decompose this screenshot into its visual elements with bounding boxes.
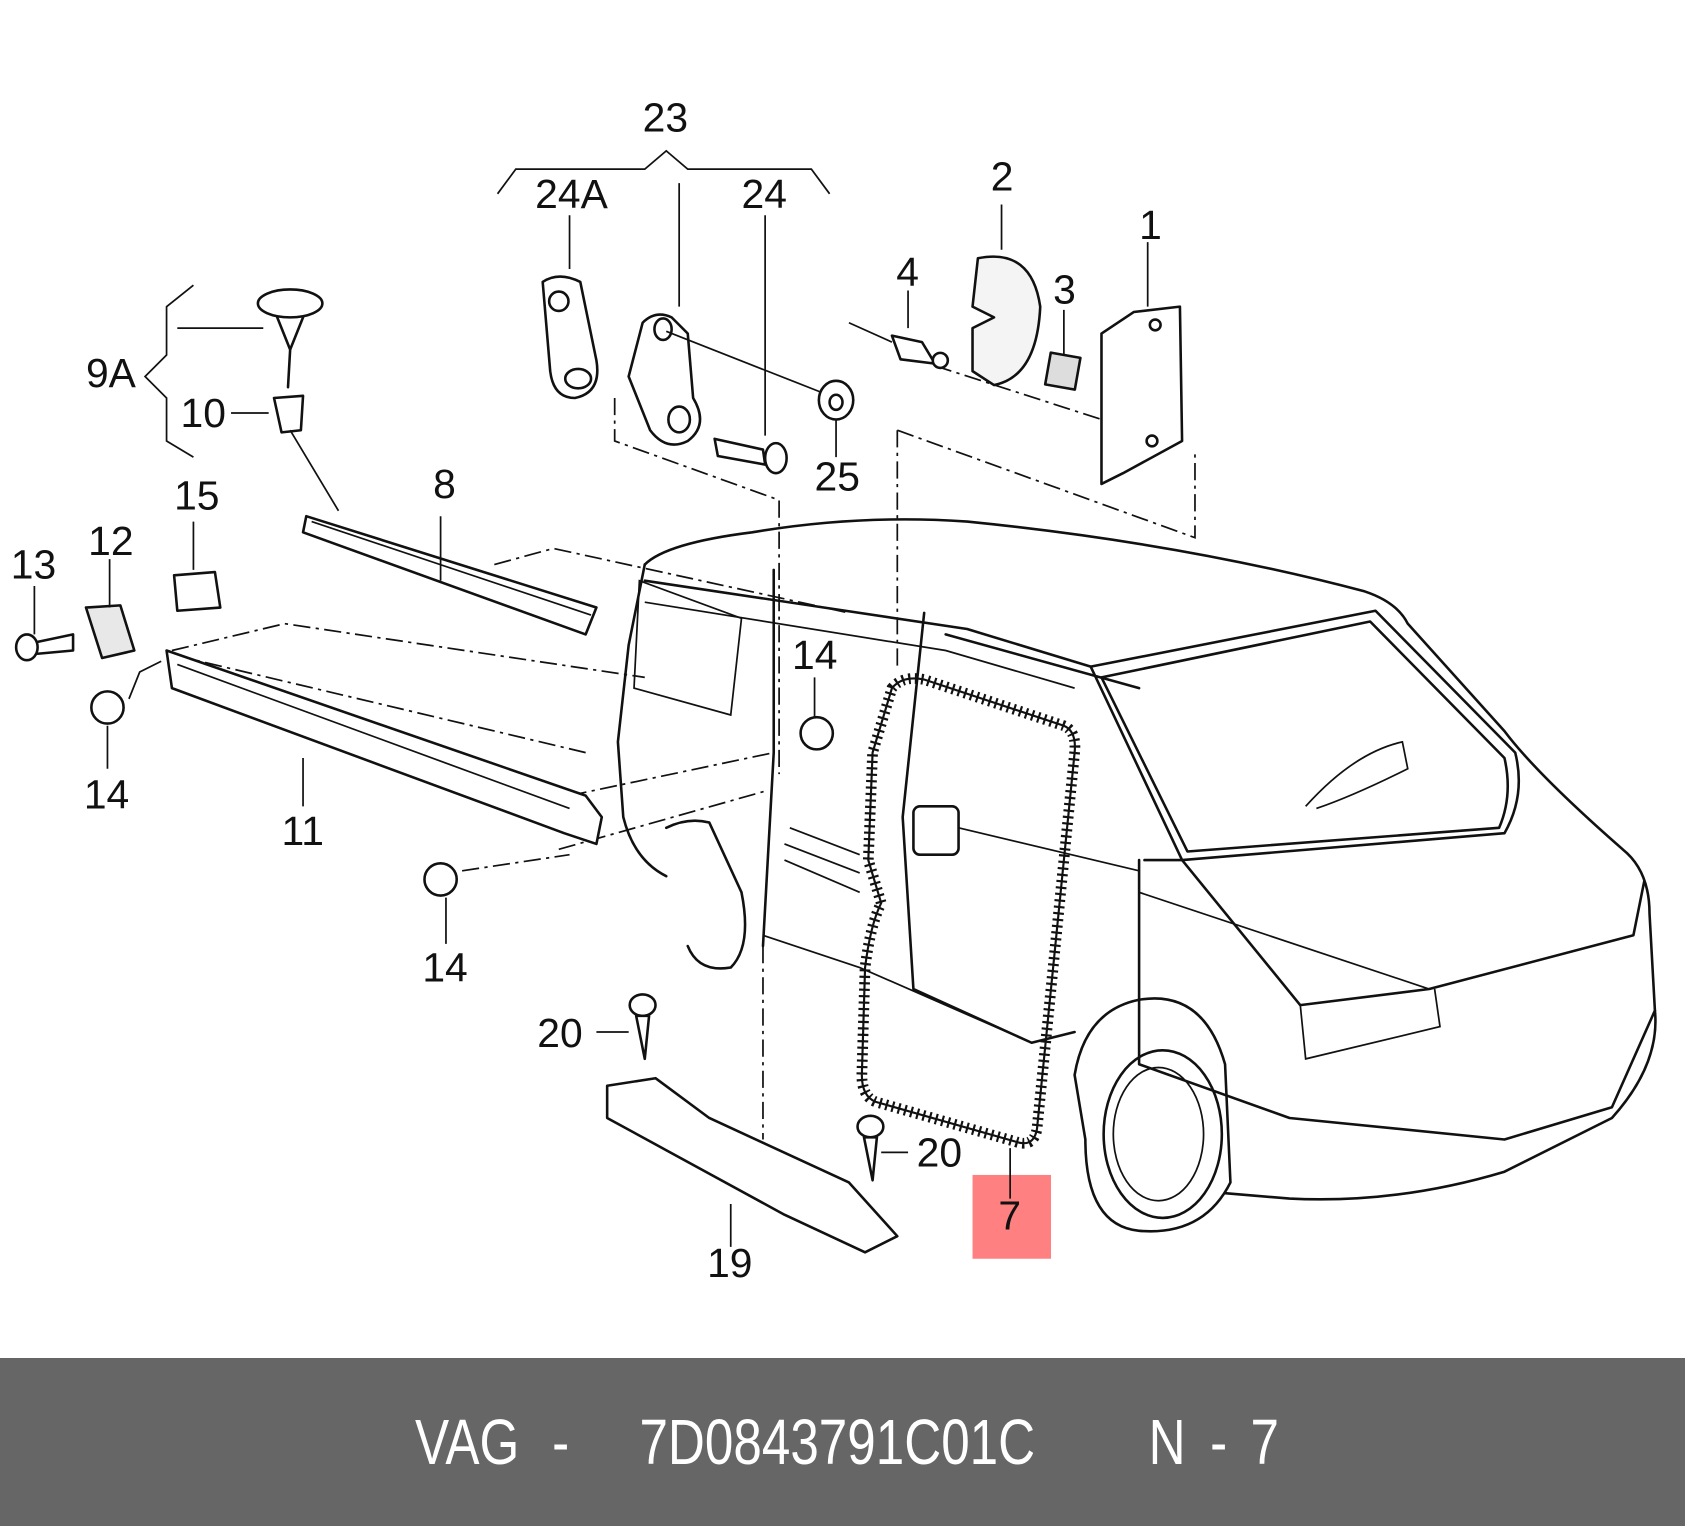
callout-labels: 23 24A 24 25 2 4 3 1 9A 10 8 15 12 13 14… (11, 94, 1162, 1286)
small-parts (14, 255, 1184, 1254)
label-14-center: 14 (792, 632, 837, 678)
label-23: 23 (643, 94, 688, 140)
label-19: 19 (707, 1240, 752, 1286)
label-8: 8 (433, 461, 456, 507)
label-20-right: 20 (917, 1129, 962, 1175)
label-14-left: 14 (84, 771, 129, 817)
label-14-bottom: 14 (422, 945, 467, 991)
van-body (616, 518, 1657, 1233)
label-2: 2 (991, 154, 1014, 200)
guide-lines (171, 364, 1196, 1140)
leader-lines (33, 149, 1149, 1247)
footer-brand: VAG (415, 1406, 520, 1478)
label-11: 11 (282, 808, 324, 854)
footer-separator: - (552, 1406, 570, 1478)
label-20-left: 20 (537, 1010, 582, 1056)
label-24a: 24A (535, 171, 608, 217)
footer-part-number: 7D0843791C01C (638, 1406, 1035, 1478)
footer-position-label: N (1148, 1406, 1186, 1478)
label-9a: 9A (86, 350, 137, 396)
label-25: 25 (815, 453, 860, 499)
label-3: 3 (1053, 266, 1076, 312)
label-1: 1 (1139, 202, 1162, 248)
label-12: 12 (88, 518, 133, 564)
parts-diagram: 23 24A 24 25 2 4 3 1 9A 10 8 15 12 13 14… (11, 94, 1657, 1286)
label-15: 15 (174, 473, 219, 519)
label-4: 4 (896, 249, 919, 295)
highlight-part-7 (972, 1174, 1051, 1259)
label-13: 13 (11, 542, 56, 588)
footer-position-separator: - (1210, 1406, 1228, 1478)
label-7: 7 (998, 1193, 1021, 1239)
label-24: 24 (741, 171, 786, 217)
part-number-footer: VAG - 7D0843791C01C N - 7 (0, 1358, 1685, 1526)
label-10: 10 (181, 390, 226, 436)
footer-position-number: 7 (1250, 1406, 1280, 1478)
